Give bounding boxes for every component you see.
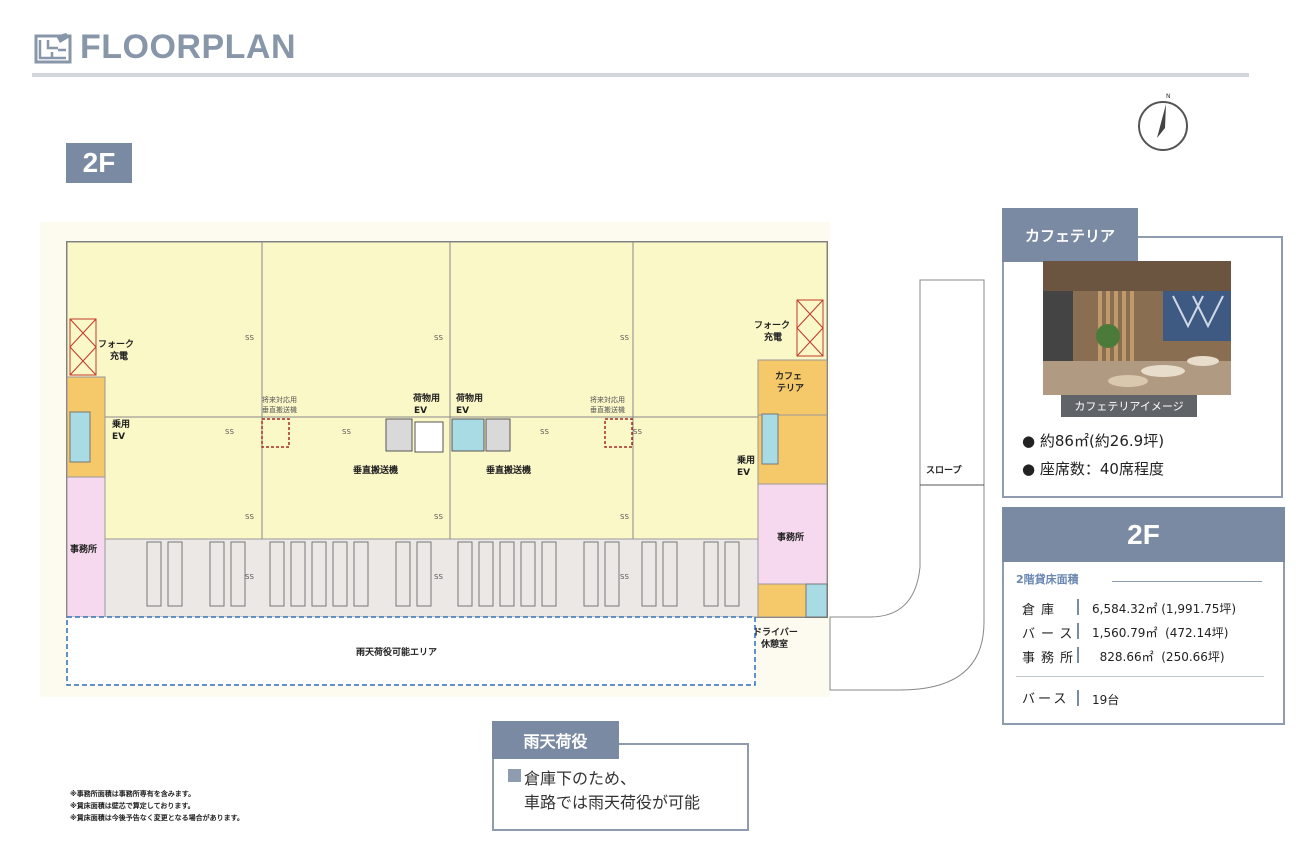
ss-markers: SS SS SS SS SS SS SS SS SS SS SS SS SS xyxy=(225,334,642,581)
driver-rest-label-1: ドライバー xyxy=(753,627,798,638)
area-row-value-office: 828.66㎡ (250.66坪) xyxy=(1092,650,1225,664)
svg-text:SS: SS xyxy=(620,334,629,342)
svg-text:SS: SS xyxy=(434,334,443,342)
berth-count-value: 19台 xyxy=(1092,693,1120,707)
office-right xyxy=(757,483,828,585)
rain-loading-line-1: 倉庫下のため、 xyxy=(524,769,637,788)
svg-text:SS: SS xyxy=(633,428,642,436)
fork-charge-area xyxy=(69,299,824,376)
cafeteria-caption: カフェテリアイメージ xyxy=(1061,395,1197,417)
berth-count-label: バース xyxy=(1022,692,1070,707)
svg-text:SS: SS xyxy=(245,334,254,342)
area-row-bar xyxy=(1077,647,1079,663)
cargo-ev-right-label-2: EV xyxy=(456,406,469,416)
area-row-label-office: 事務所 xyxy=(1022,651,1080,666)
fork-charge-right-label-1: フォーク xyxy=(754,320,790,331)
svg-text:SS: SS xyxy=(434,513,443,521)
bullet-square-icon xyxy=(508,769,521,782)
floor-plan: SS SS SS SS SS SS SS SS SS SS SS SS SS フ… xyxy=(40,222,985,697)
cafeteria-tab: カフェテリア xyxy=(1002,208,1138,262)
svg-text:SS: SS xyxy=(620,573,629,581)
slope xyxy=(829,279,985,691)
cargo-ev-left-label-1: 荷物用 xyxy=(412,392,440,404)
future-conveyor-right-label-1: 将来対応用 xyxy=(590,395,625,404)
rain-loading-tab: 雨天荷役 xyxy=(492,721,619,759)
truck-bays xyxy=(146,541,740,607)
svg-text:SS: SS xyxy=(245,513,254,521)
page-title: FLOORPLAN xyxy=(80,28,297,66)
area-subtitle-rule xyxy=(1112,581,1262,582)
cafeteria-label-2: テリア xyxy=(777,383,804,394)
fork-charge-left-label-2: 充電 xyxy=(110,350,128,362)
cafeteria-area: ● 約86㎡(約26.9坪) xyxy=(1022,432,1165,450)
svg-text:SS: SS xyxy=(540,428,549,436)
area-floor-header: 2F xyxy=(1002,507,1285,562)
area-row-value-warehouse: 6,584.32㎡ (1,991.75坪) xyxy=(1092,602,1237,616)
area-row-bar xyxy=(1077,623,1079,639)
area-row-value-berth: 1,560.79㎡ (472.14坪) xyxy=(1092,626,1229,640)
berth-count-bar xyxy=(1077,690,1079,706)
north-arrow-icon: N xyxy=(1138,93,1188,151)
floor-badge: 2F xyxy=(66,143,132,183)
vertical-conveyor-right-label: 垂直搬送機 xyxy=(486,464,531,476)
cargo-elevators xyxy=(385,418,511,453)
passenger-ev-left-label-1: 乗用 xyxy=(112,418,130,430)
svg-text:SS: SS xyxy=(225,428,234,436)
area-subtitle: 2階貸床面積 xyxy=(1016,573,1079,586)
slope-label: スロープ xyxy=(926,464,962,476)
driver-rest-room xyxy=(757,583,807,618)
area-separator xyxy=(1016,676,1264,677)
cargo-ev-left-label-2: EV xyxy=(414,406,427,416)
footnote: ※事務所面積は事務所専有を含みます。 xyxy=(70,790,196,798)
floorplan-icon xyxy=(34,33,72,64)
future-conveyor-right-label-2: 垂直搬送機 xyxy=(590,405,625,414)
fork-charge-left-label-1: フォーク xyxy=(98,339,134,350)
cafeteria-seats: ● 座席数：40席程度 xyxy=(1022,460,1164,478)
header-divider xyxy=(32,73,1249,77)
footnote: ※賃床面積は壁芯で算定しております。 xyxy=(70,802,195,810)
passenger-ev-right-label-1: 乗用 xyxy=(737,454,755,466)
area-row-label-warehouse: 倉庫 xyxy=(1022,603,1061,618)
footnote: ※賃床面積は今後予告なく変更となる場合があります。 xyxy=(70,814,244,822)
fork-charge-right-label-2: 充電 xyxy=(764,331,782,343)
rain-loading-line-2: 車路では雨天荷役が可能 xyxy=(524,793,701,812)
future-conveyor xyxy=(261,418,633,448)
svg-text:SS: SS xyxy=(245,573,254,581)
passenger-ev-left-label-2: EV xyxy=(112,432,125,442)
svg-text:SS: SS xyxy=(342,428,351,436)
svg-text:SS: SS xyxy=(434,573,443,581)
future-conveyor-left-label-1: 将来対応用 xyxy=(262,395,297,404)
office-left-label: 事務所 xyxy=(70,543,97,555)
cafeteria-photo xyxy=(1043,261,1231,395)
vertical-conveyor-left-label: 垂直搬送機 xyxy=(353,464,398,476)
cargo-ev-right-label-1: 荷物用 xyxy=(455,392,483,404)
cafeteria-label-1: カフェ xyxy=(775,371,802,382)
passenger-ev-right-label-2: EV xyxy=(737,468,750,478)
rain-area-label: 雨天荷役可能エリア xyxy=(356,646,437,658)
area-row-bar xyxy=(1077,599,1079,615)
cafeteria-room xyxy=(757,359,828,416)
compass-label: N xyxy=(1166,93,1171,100)
future-conveyor-left-label-2: 垂直搬送機 xyxy=(262,405,297,414)
office-right-label: 事務所 xyxy=(777,531,804,543)
svg-text:SS: SS xyxy=(620,513,629,521)
driver-rest-label-2: 休憩室 xyxy=(760,638,788,650)
rain-loading-area xyxy=(66,616,756,686)
warehouse-zone xyxy=(66,241,828,540)
area-row-label-berth: バース xyxy=(1022,627,1079,642)
